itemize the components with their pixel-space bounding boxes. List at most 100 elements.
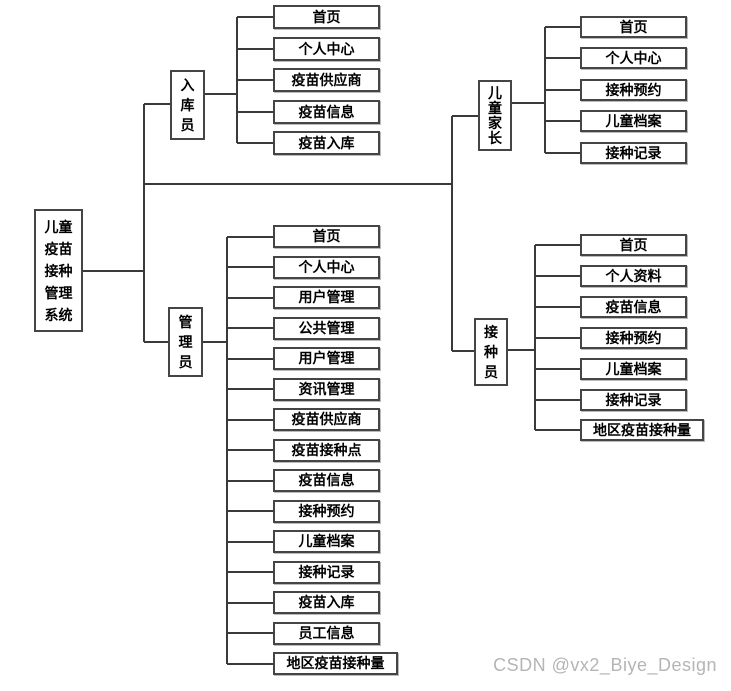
leaf-connector-line [535, 275, 580, 277]
leaf-connector-line [237, 111, 273, 113]
leaf-node-label: 个人中心 [298, 259, 355, 276]
leaf-node-label: 个人中心 [298, 40, 355, 57]
leaf-node: 首页 [273, 5, 380, 29]
leaf-node-label: 首页 [312, 228, 341, 245]
role-node-administrator-label: 管理员 [178, 314, 193, 370]
root-node-label: 儿童疫苗接种管理系统 [44, 218, 73, 323]
leaf-connector-line [227, 388, 273, 390]
leaf-node: 个人中心 [580, 47, 687, 69]
leaf-node-label: 疫苗信息 [605, 298, 662, 315]
leaf-connector-line [227, 510, 273, 512]
leaf-node-label: 地区疫苗接种量 [286, 655, 385, 672]
leaf-node-label: 疫苗入库 [298, 594, 355, 611]
leaf-node: 用户管理 [273, 286, 380, 309]
leaf-connector-line [227, 236, 273, 238]
leaf-node: 个人中心 [273, 37, 380, 61]
leaf-node: 接种预约 [273, 500, 380, 523]
leaf-connector-line [227, 266, 273, 268]
leaf-node-label: 儿童档案 [605, 112, 662, 129]
leaf-connector-line [535, 368, 580, 370]
leaf-node-label: 公共管理 [298, 320, 355, 337]
trunk-line-left [143, 104, 145, 342]
leaf-node: 个人中心 [273, 256, 380, 279]
leaf-connector-line [227, 419, 273, 421]
leaf-node: 接种记录 [580, 389, 687, 411]
leaf-node-label: 资讯管理 [298, 381, 355, 398]
leaf-node: 儿童档案 [273, 530, 380, 553]
role-node-administrator: 管理员 [168, 307, 203, 377]
leaf-connector-line [545, 120, 580, 122]
leaf-node-label: 员工信息 [298, 625, 355, 642]
leaf-node: 地区疫苗接种量 [273, 652, 398, 675]
leaf-node-label: 接种记录 [605, 144, 662, 161]
role-node-child-parent: 儿童家长 [478, 80, 512, 151]
role-left-connector [452, 115, 478, 117]
leaf-node-label: 地区疫苗接种量 [593, 421, 691, 438]
role-left-connector [452, 350, 474, 352]
leaf-node: 接种预约 [580, 327, 687, 349]
leaf-connector-line [545, 57, 580, 59]
leaf-node: 疫苗信息 [580, 296, 687, 318]
leaf-connector-line [227, 632, 273, 634]
leaf-node: 疫苗供应商 [273, 68, 380, 92]
leaf-node-label: 接种预约 [605, 329, 662, 346]
leaf-node: 用户管理 [273, 347, 380, 370]
leaf-node-label: 用户管理 [298, 350, 355, 367]
leaf-node: 接种记录 [580, 142, 687, 164]
leaf-connector-line [237, 142, 273, 144]
cross-connector-line [144, 183, 452, 185]
leaf-node: 疫苗供应商 [273, 408, 380, 431]
leaf-connector-line [237, 79, 273, 81]
leaf-connector-line [227, 602, 273, 604]
role-node-child-parent-label: 儿童家长 [487, 84, 502, 146]
leaf-node-label: 接种记录 [605, 391, 662, 408]
leaf-node: 接种预约 [580, 79, 687, 101]
leaf-connector-line [237, 48, 273, 50]
leaf-node-label: 疫苗供应商 [291, 71, 362, 88]
leaf-node: 儿童档案 [580, 358, 687, 380]
leaf-node: 疫苗入库 [273, 591, 380, 614]
leaf-node-label: 首页 [312, 8, 341, 25]
leaf-node-label: 疫苗入库 [298, 134, 355, 151]
root-connector-line [83, 270, 144, 272]
role-node-warehouse-clerk: 入库员 [170, 70, 205, 140]
leaf-node-label: 疫苗供应商 [291, 411, 362, 428]
leaf-connector-line [227, 297, 273, 299]
leaf-node-label: 疫苗信息 [298, 472, 355, 489]
role-right-connector [508, 349, 535, 351]
leaf-connector-line [227, 358, 273, 360]
role-node-vaccinator: 接种员 [474, 318, 508, 386]
leaf-node: 首页 [273, 225, 380, 248]
leaf-node-label: 个人资料 [605, 267, 662, 284]
leaf-node: 公共管理 [273, 317, 380, 340]
leaf-node-label: 接种预约 [605, 81, 662, 98]
leaf-connector-line [545, 89, 580, 91]
leaf-connector-line [535, 429, 580, 431]
leaf-connector-line [535, 337, 580, 339]
leaf-node-label: 疫苗接种点 [291, 442, 362, 459]
trunk-line-right [451, 116, 453, 351]
leaf-node: 疫苗接种点 [273, 439, 380, 462]
leaf-node-label: 接种预约 [298, 503, 355, 520]
leaf-node: 疫苗入库 [273, 131, 380, 155]
root-node-system: 儿童疫苗接种管理系统 [34, 209, 83, 332]
leaf-connector-line [227, 327, 273, 329]
leaf-connector-line [227, 541, 273, 543]
leaf-connector-line [237, 16, 273, 18]
leaf-node: 地区疫苗接种量 [580, 419, 704, 441]
leaf-connector-line [227, 480, 273, 482]
leaf-connector-line [227, 449, 273, 451]
role-left-connector [144, 103, 170, 105]
leaf-node-label: 疫苗信息 [298, 103, 355, 120]
leaf-node: 接种记录 [273, 561, 380, 584]
leaf-connector-line [535, 244, 580, 246]
leaf-node: 疫苗信息 [273, 469, 380, 492]
watermark-text: CSDN @vx2_Biye_Design [493, 655, 717, 675]
role-right-connector [203, 341, 227, 343]
leaf-node: 资讯管理 [273, 378, 380, 401]
role-node-vaccinator-label: 接种员 [483, 324, 498, 380]
leaf-connector-line [545, 26, 580, 28]
leaf-node-label: 接种记录 [298, 564, 355, 581]
leaf-node: 疫苗信息 [273, 100, 380, 124]
